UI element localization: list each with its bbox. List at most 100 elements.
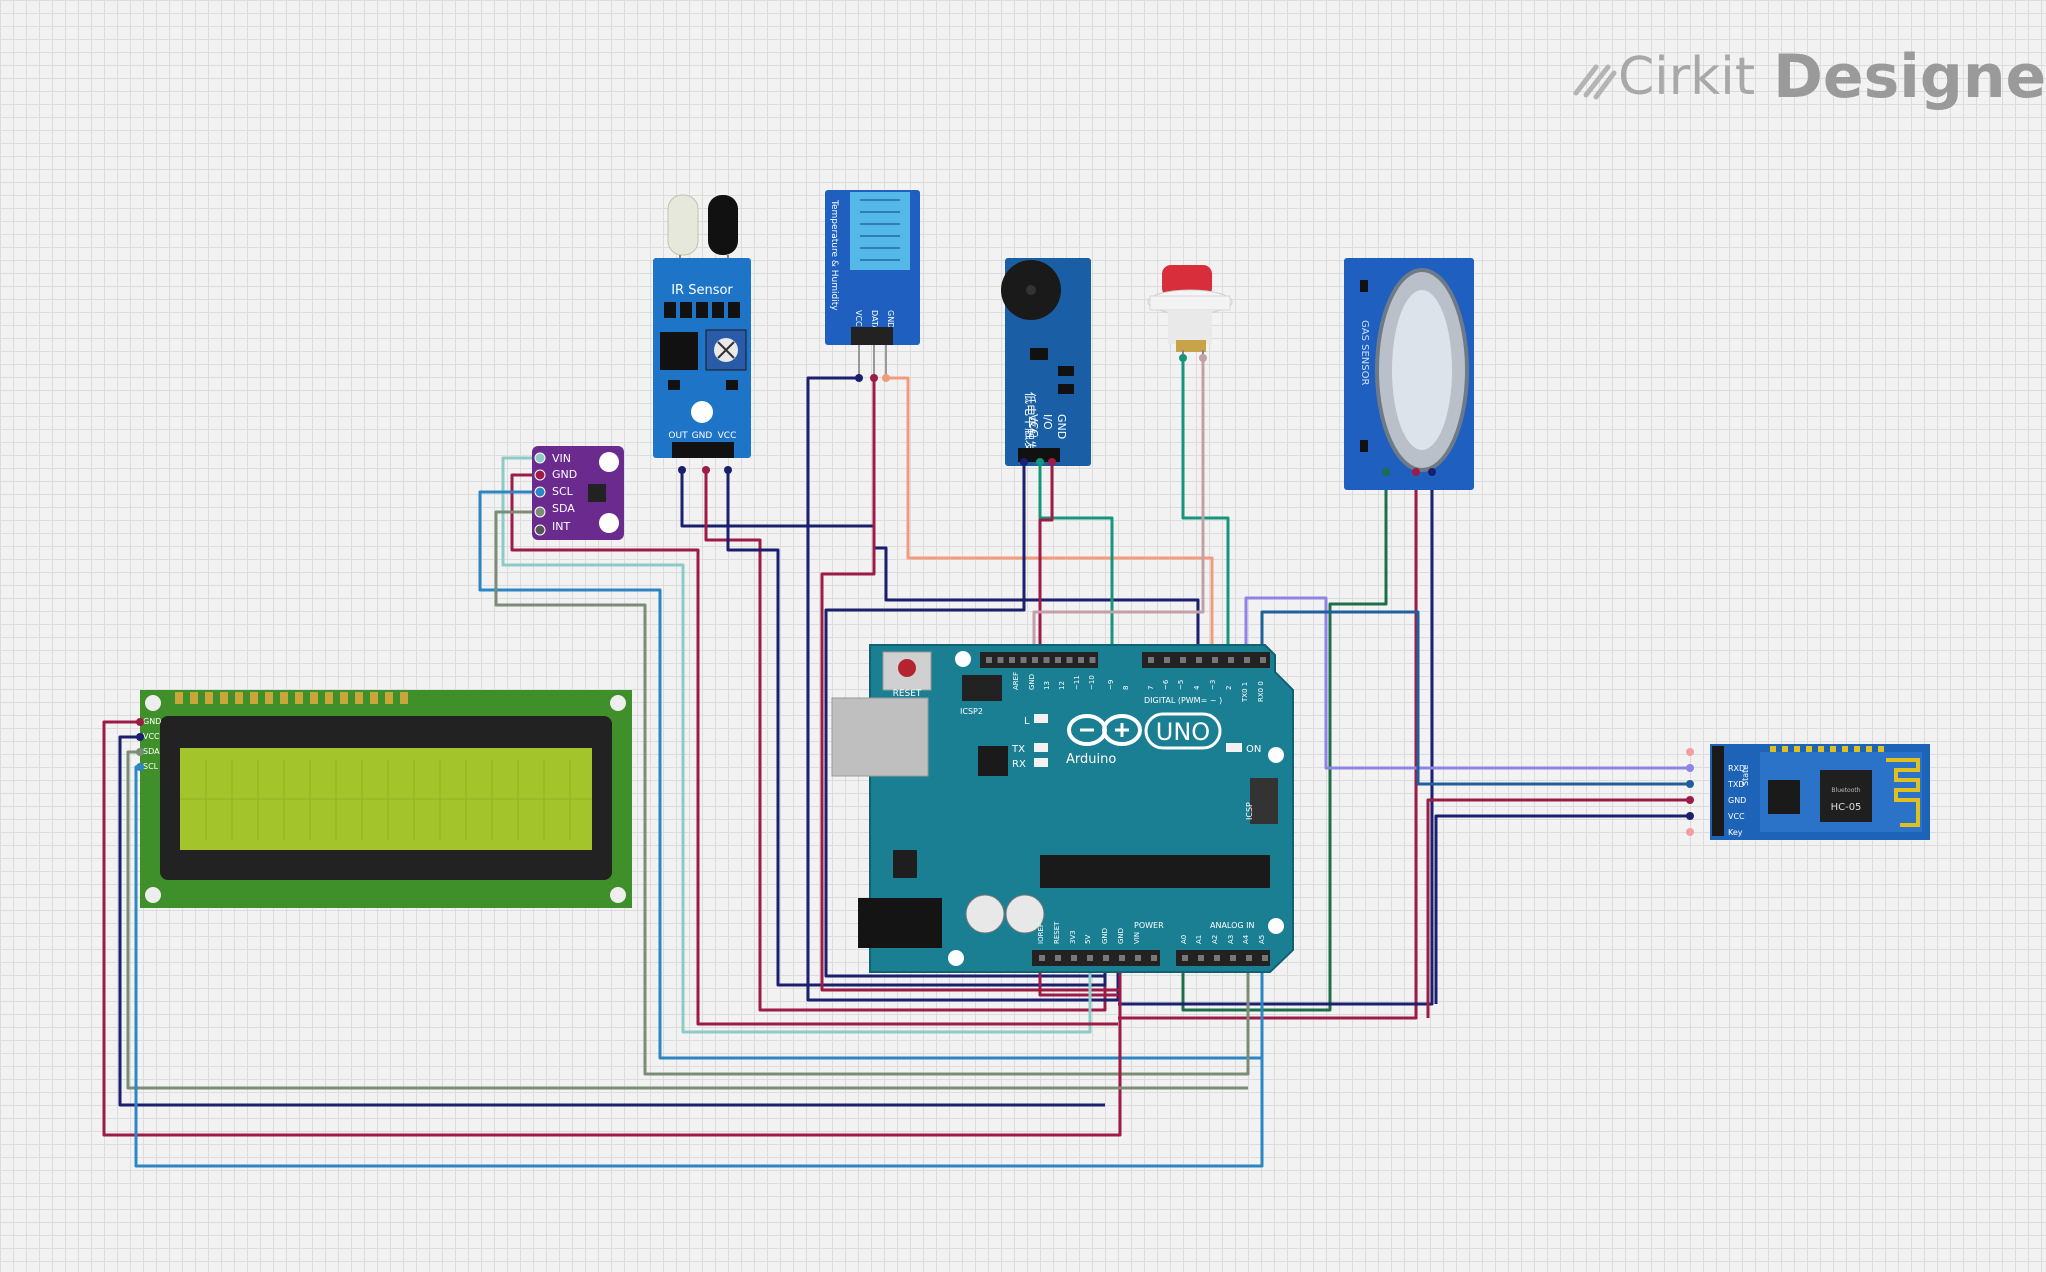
header-pin-hole[interactable] bbox=[1043, 657, 1050, 663]
header-pin-hole[interactable] bbox=[1214, 955, 1220, 961]
lcd-sda-pin[interactable] bbox=[136, 748, 144, 756]
ir-sensor-module[interactable]: IR Sensor OUT GND VCC bbox=[653, 194, 751, 474]
header-pin-hole[interactable] bbox=[1135, 955, 1141, 961]
dht-sensor-module[interactable]: Temperature & Humidity VCC DATA GND bbox=[825, 190, 920, 382]
header-pin-hole[interactable] bbox=[1262, 955, 1268, 961]
push-button[interactable] bbox=[1147, 265, 1233, 362]
gas-pin-c[interactable] bbox=[1428, 468, 1436, 476]
reset-button[interactable] bbox=[898, 659, 916, 677]
header-pin-hole[interactable] bbox=[1055, 657, 1061, 663]
color-gnd-pin[interactable] bbox=[534, 469, 546, 481]
wire-gas-c[interactable] bbox=[1118, 472, 1434, 1006]
wire-color-vin[interactable] bbox=[501, 456, 1092, 1034]
bt-gnd-pin[interactable] bbox=[1686, 796, 1694, 804]
header-pin-hole[interactable] bbox=[1180, 657, 1186, 663]
dht-data-pin[interactable] bbox=[870, 374, 878, 382]
wire-bt-gnd[interactable] bbox=[1426, 798, 1690, 1018]
ir-out-pin[interactable] bbox=[678, 466, 686, 474]
lcd-16x2-module[interactable]: GND VCC SDA SCL bbox=[136, 690, 632, 908]
header-pin-hole[interactable] bbox=[1148, 657, 1154, 663]
lcd-scl-pin[interactable] bbox=[136, 763, 144, 771]
header-pin-hole[interactable] bbox=[1078, 657, 1084, 663]
header-pin-hole[interactable] bbox=[1228, 657, 1234, 663]
gas-pin-b[interactable] bbox=[1412, 468, 1420, 476]
header-pin-hole[interactable] bbox=[1182, 955, 1188, 961]
wire-lcd-gnd[interactable] bbox=[102, 720, 1122, 1137]
ir-vcc-pin[interactable] bbox=[724, 466, 732, 474]
header-pin-hole[interactable] bbox=[997, 657, 1004, 663]
wire-ir-vcc[interactable] bbox=[726, 470, 1107, 987]
wire-gas-a[interactable] bbox=[1181, 472, 1388, 1012]
pin-label-gnd1: GND bbox=[1101, 928, 1109, 944]
header-pin-hole[interactable] bbox=[1039, 955, 1045, 961]
color-vin-pin[interactable] bbox=[534, 452, 546, 464]
wire-ir-out[interactable] bbox=[680, 470, 1200, 658]
header-pin-hole[interactable] bbox=[986, 657, 992, 663]
buzzer-gnd-pin[interactable] bbox=[1020, 458, 1028, 466]
gas-pin-a[interactable] bbox=[1382, 468, 1390, 476]
header-pin-hole[interactable] bbox=[1244, 657, 1250, 663]
bt-rxd-pin[interactable] bbox=[1686, 764, 1694, 772]
header-pin-hole[interactable] bbox=[1032, 657, 1038, 663]
wire-color-sda[interactable] bbox=[494, 510, 1250, 1076]
wire-color-gnd[interactable] bbox=[510, 473, 1118, 1026]
wire-button-a[interactable] bbox=[1181, 358, 1230, 658]
pin-label-5: ~5 bbox=[1177, 680, 1185, 690]
color-scl-pin[interactable] bbox=[534, 486, 546, 498]
wire-dht-gnd[interactable] bbox=[820, 378, 1120, 992]
wire-buzzer-vcc[interactable] bbox=[1038, 462, 1118, 997]
header-pin-hole[interactable] bbox=[1103, 955, 1109, 961]
header-pin-hole[interactable] bbox=[1230, 955, 1236, 961]
wire-dht-vcc[interactable] bbox=[806, 376, 1120, 1002]
wire-dht-data[interactable] bbox=[886, 376, 1214, 658]
wire-gas-b[interactable] bbox=[1118, 472, 1418, 1020]
ir-gnd-pin[interactable] bbox=[702, 466, 710, 474]
wire-buzzer-gnd[interactable] bbox=[824, 462, 1105, 978]
buzzer-vcc-pin[interactable] bbox=[1048, 458, 1056, 466]
header-pin-hole[interactable] bbox=[1089, 657, 1096, 663]
bt-txd-pin[interactable] bbox=[1686, 780, 1694, 788]
hc05-bluetooth-module[interactable]: Bluetooth HC-05 State RXD TXD GND VCC Ke… bbox=[1686, 744, 1930, 840]
wire-buzzer-io[interactable] bbox=[1038, 462, 1114, 658]
wire-lcd-vcc[interactable] bbox=[118, 735, 1105, 1107]
arduino-uno-board[interactable]: RESET ICSP2 ICSP Arduino UNO L TX RX ON bbox=[831, 644, 1294, 973]
header-pin-hole[interactable] bbox=[1151, 955, 1157, 961]
buzzer-module[interactable]: 低电平触发 GND I/O VCC bbox=[1001, 258, 1091, 466]
wire-button-b[interactable] bbox=[1032, 358, 1205, 658]
header-pin-hole[interactable] bbox=[1196, 657, 1202, 663]
pin-label-a1: A1 bbox=[1195, 935, 1203, 944]
header-pin-hole[interactable] bbox=[1198, 955, 1204, 961]
header-pin-hole[interactable] bbox=[1119, 955, 1125, 961]
bt-key-pin[interactable] bbox=[1686, 828, 1694, 836]
header-pin-hole[interactable] bbox=[1212, 657, 1218, 663]
header-pin-hole[interactable] bbox=[1055, 955, 1061, 961]
header-pin-hole[interactable] bbox=[1087, 955, 1093, 961]
gas-sensor-module[interactable]: GAS SENSOR bbox=[1344, 258, 1474, 490]
header-pin-hole[interactable] bbox=[1071, 955, 1077, 961]
button-pin-b[interactable] bbox=[1199, 354, 1207, 362]
bt-state-pin[interactable] bbox=[1686, 748, 1694, 756]
dht-vcc-pin[interactable] bbox=[855, 374, 863, 382]
lcd-vcc-pin[interactable] bbox=[136, 733, 144, 741]
buzzer-io-pin[interactable] bbox=[1036, 458, 1044, 466]
header-pin-hole[interactable] bbox=[1260, 657, 1266, 663]
header-pin-hole[interactable] bbox=[1164, 657, 1170, 663]
bt-vcc-pin[interactable] bbox=[1686, 812, 1694, 820]
wire-bt-txd[interactable] bbox=[1260, 610, 1690, 786]
wire-lcd-sda[interactable] bbox=[126, 750, 1248, 1090]
wire-bt-vcc[interactable] bbox=[1434, 814, 1690, 1004]
header-pin-hole[interactable] bbox=[1020, 657, 1027, 663]
button-cap[interactable] bbox=[1162, 265, 1212, 297]
color-sda-pin[interactable] bbox=[534, 506, 546, 518]
dht-gnd-pin[interactable] bbox=[882, 374, 890, 382]
color-sensor-module[interactable]: VIN GND SCL SDA INT bbox=[532, 446, 624, 540]
header-pin-hole[interactable] bbox=[1246, 955, 1252, 961]
lcd-gnd-pin[interactable] bbox=[136, 718, 144, 726]
header-pin-hole[interactable] bbox=[1009, 657, 1015, 663]
color-int-pin[interactable] bbox=[534, 524, 546, 536]
wire-bt-rxd[interactable] bbox=[1244, 596, 1690, 770]
button-pin-a[interactable] bbox=[1179, 354, 1187, 362]
wire-ir-gnd[interactable] bbox=[704, 470, 1107, 1012]
header-pin-hole[interactable] bbox=[1066, 657, 1073, 663]
